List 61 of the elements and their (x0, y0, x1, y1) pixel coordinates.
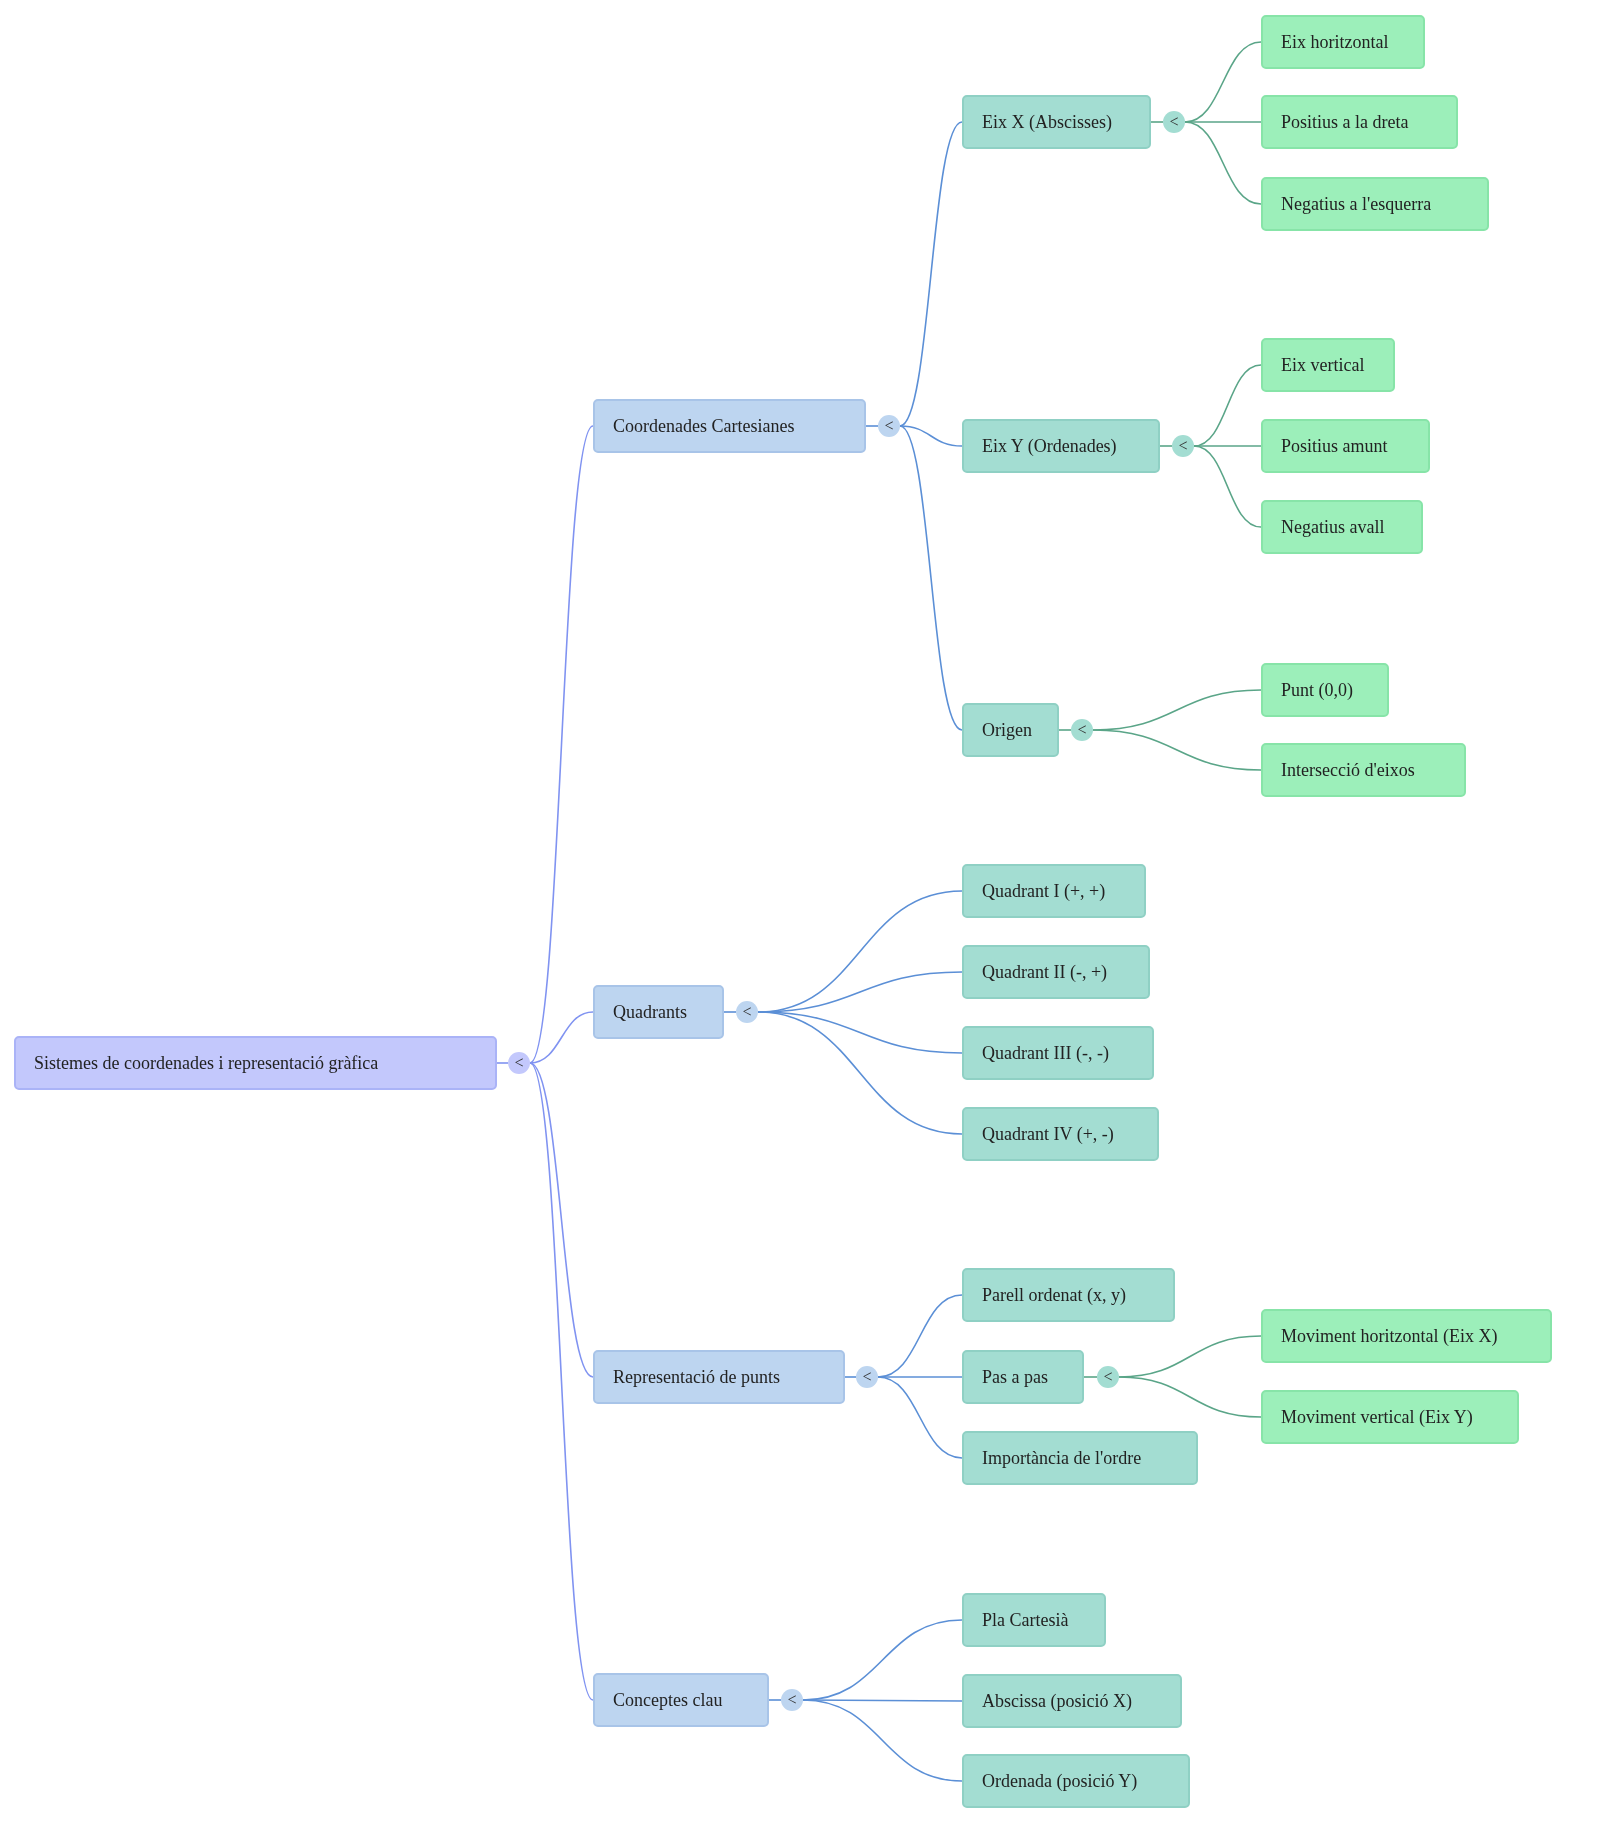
topic-box: Punt (0,0) (1261, 663, 1389, 717)
connector (496, 1062, 509, 1064)
connector (1118, 1376, 1262, 1418)
connector (768, 1699, 782, 1701)
topic-box: Conceptes clau (593, 1673, 769, 1727)
collapse-toggle: < (878, 415, 900, 437)
topic-box: Quadrant III (-, -) (962, 1026, 1154, 1080)
connector (1150, 121, 1164, 123)
connector (529, 1011, 594, 1064)
collapse-toggle: < (781, 1689, 803, 1711)
topic-box: Parell ordenat (x, y) (962, 1268, 1175, 1322)
collapse-toggle: < (1172, 435, 1194, 457)
topic-box: Quadrant IV (+, -) (962, 1107, 1159, 1161)
connector (1184, 121, 1262, 205)
connector (865, 425, 879, 427)
topic-box: Coordenades Cartesianes (593, 399, 866, 453)
collapse-toggle: < (736, 1001, 758, 1023)
collapse-toggle: < (856, 1366, 878, 1388)
connector (899, 121, 963, 427)
connector (1159, 445, 1173, 447)
connector (877, 1376, 963, 1459)
topic-box: Ordenada (posició Y) (962, 1754, 1190, 1808)
topic-box: Eix X (Abscisses) (962, 95, 1151, 149)
collapse-toggle: < (1097, 1366, 1119, 1388)
topic-box: Negatius a l'esquerra (1261, 177, 1489, 231)
connector (844, 1376, 857, 1378)
connector (899, 425, 963, 731)
topic-box: Positius a la dreta (1261, 95, 1458, 149)
topic-box: Representació de punts (593, 1350, 845, 1404)
topic-box: Sistemes de coordenades i representació gràfica (14, 1036, 497, 1090)
topic-box: Positius amunt (1261, 419, 1430, 473)
topic-box: Intersecció d'eixos (1261, 743, 1466, 797)
topic-box: Eix vertical (1261, 338, 1395, 392)
collapse-toggle: < (1163, 111, 1185, 133)
connector (1058, 729, 1072, 731)
connector (723, 1011, 737, 1013)
connector (1083, 1376, 1098, 1378)
topic-box: Pas a pas (962, 1350, 1084, 1404)
collapse-toggle: < (508, 1052, 530, 1074)
topic-box: Abscissa (posició X) (962, 1674, 1182, 1728)
topic-box: Quadrant II (-, +) (962, 945, 1150, 999)
topic-box: Quadrant I (+, +) (962, 864, 1146, 918)
connector (1184, 121, 1262, 123)
topic-box: Negatius avall (1261, 500, 1423, 554)
connector (802, 1699, 963, 1782)
topic-box: Moviment vertical (Eix Y) (1261, 1390, 1519, 1444)
topic-box: Quadrants (593, 985, 724, 1039)
topic-box: Moviment horitzontal (Eix X) (1261, 1309, 1552, 1363)
collapse-toggle: < (1071, 719, 1093, 741)
connector (1193, 445, 1262, 447)
topic-box: Origen (962, 703, 1059, 757)
connector (1092, 729, 1262, 771)
topic-box: Eix Y (Ordenades) (962, 419, 1160, 473)
topic-box: Importància de l'ordre (962, 1431, 1198, 1485)
connector (1193, 445, 1262, 528)
topic-box: Pla Cartesià (962, 1593, 1106, 1647)
connector (529, 1062, 594, 1701)
connector (529, 425, 594, 1064)
connector (757, 1011, 963, 1135)
topic-box: Eix horitzontal (1261, 15, 1425, 69)
connector (529, 1062, 594, 1378)
